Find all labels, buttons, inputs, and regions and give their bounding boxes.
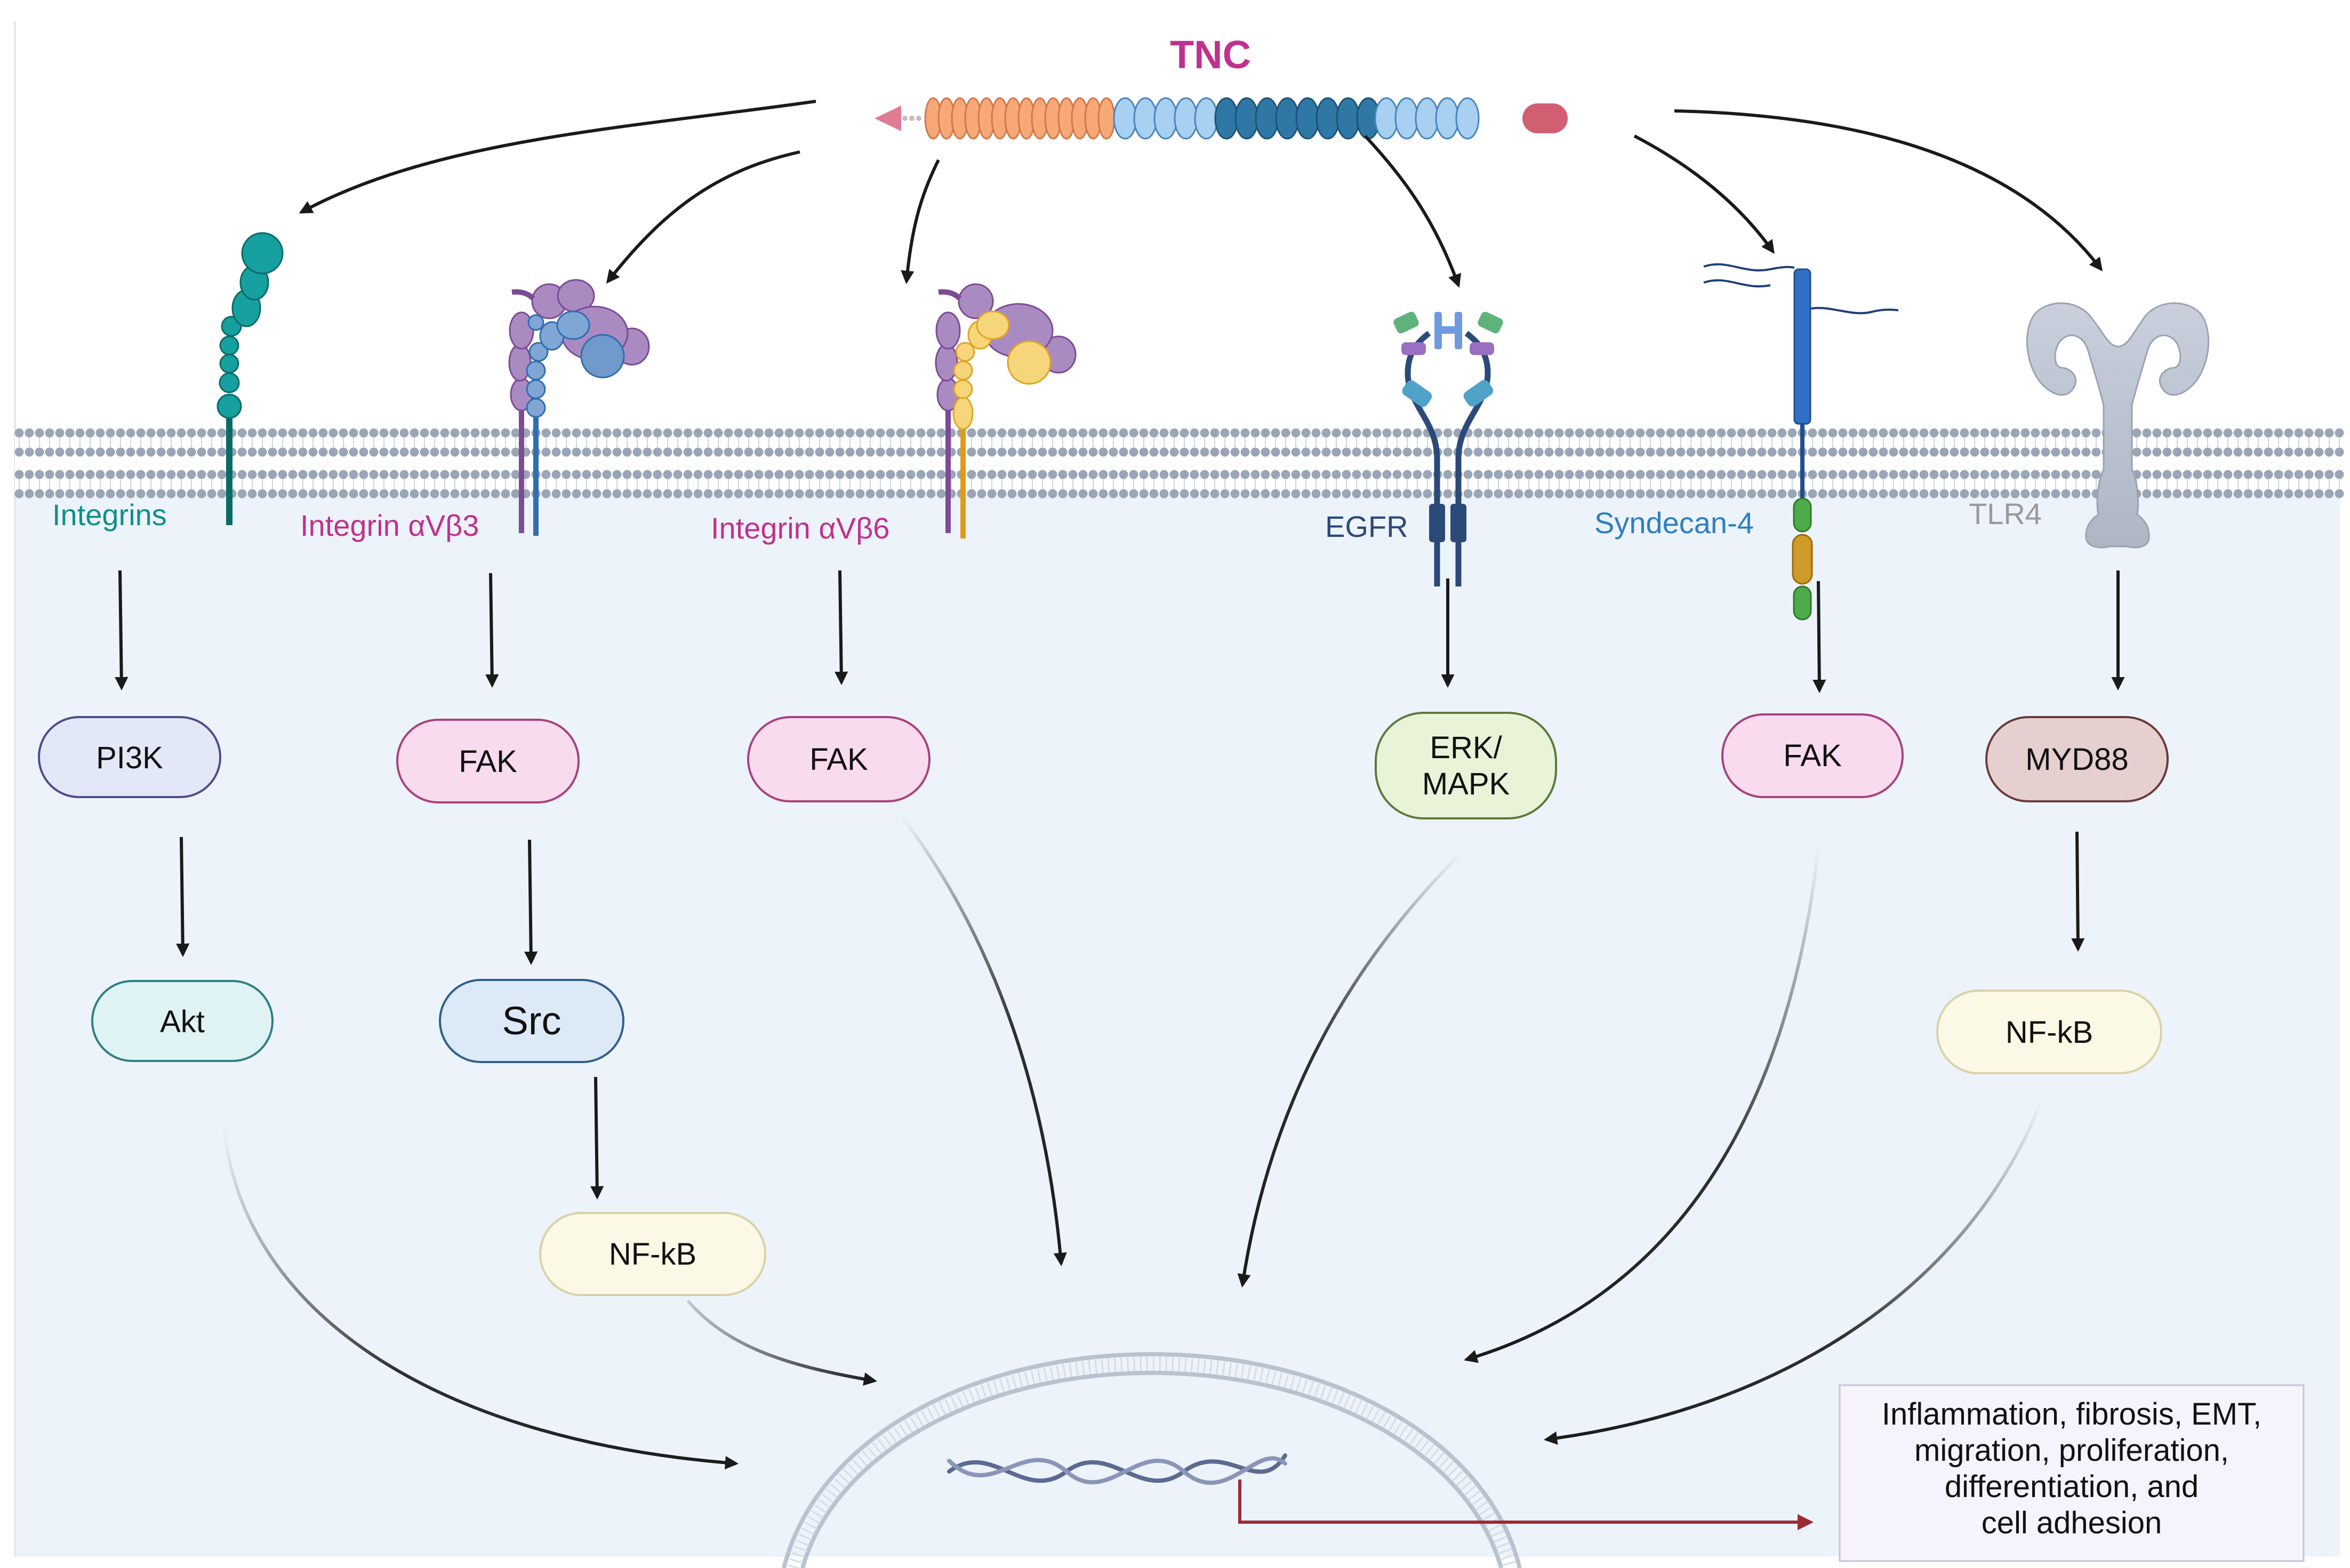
arrow-nfkb1-nucleus	[686, 1300, 877, 1386]
arrow-avb6-fak	[835, 570, 848, 686]
node-fak-1: FAK	[396, 719, 580, 803]
node-src: Src	[439, 979, 624, 1063]
svg-text:MYD88: MYD88	[2025, 742, 2128, 777]
outcome-line-4: cell adhesion	[1982, 1506, 2162, 1540]
label-egfr: EGFR	[1325, 510, 1408, 543]
arrow-tnc-integrins	[299, 100, 816, 214]
integrin-avb3-receptor	[508, 279, 650, 536]
arrow-src-nfkb	[590, 1076, 604, 1200]
tlr4-receptor	[2026, 302, 2210, 549]
syndecan-4-receptor	[1703, 263, 1899, 621]
label-integrin-avb3: Integrin αVβ3	[300, 509, 479, 542]
svg-text:Akt: Akt	[160, 1004, 205, 1039]
svg-text:NF-kB: NF-kB	[2006, 1015, 2093, 1050]
arrow-avb3-fak	[485, 573, 499, 688]
arrow-pi3k-akt	[176, 837, 190, 958]
arrow-tnc-egfr	[1364, 134, 1462, 288]
node-myd88: MYD88	[1985, 716, 2169, 802]
egfr-receptor	[1393, 311, 1503, 586]
tnc-title: TNC	[1170, 33, 1251, 77]
node-fak-2: FAK	[747, 716, 931, 802]
svg-text:FAK: FAK	[809, 742, 868, 777]
integrins-receptor	[216, 232, 284, 525]
svg-text:FAK: FAK	[1783, 738, 1842, 773]
node-pi3k: PI3K	[38, 716, 221, 798]
node-nfkb-2: NF-kB	[1936, 990, 2162, 1074]
svg-text:Src: Src	[502, 999, 562, 1043]
nucleus	[782, 1352, 1522, 1568]
nucleus-arrows	[222, 815, 2044, 1469]
pathway-arrows	[115, 570, 2125, 1200]
output-arrow	[1238, 1479, 1814, 1530]
node-fak-3: FAK	[1721, 713, 1904, 798]
label-syndecan-4: Syndecan-4	[1594, 506, 1754, 540]
node-erk-mapk: ERK/ MAPK	[1375, 712, 1557, 819]
node-akt: Akt	[91, 980, 274, 1062]
label-integrins: Integrins	[52, 498, 167, 532]
cell-membrane	[14, 428, 2344, 498]
outcome-box: Inflammation, fibrosis, EMT, migration, …	[1839, 1384, 2305, 1562]
outcome-line-1: Inflammation, fibrosis, EMT,	[1882, 1397, 2261, 1432]
dna-helix	[947, 1453, 1287, 1485]
arrow-tnc-tlr4	[1674, 109, 2103, 272]
label-integrin-avb6: Integrin αVβ6	[711, 511, 889, 545]
arrow-tnc-avb3	[606, 150, 800, 284]
svg-text:MAPK: MAPK	[1422, 767, 1510, 801]
arrow-fak3-nucleus	[1464, 847, 1820, 1363]
arrow-tnc-syndecan	[1633, 134, 1775, 254]
outcome-line-3: differentiation, and	[1945, 1469, 2199, 1504]
svg-text:FAK: FAK	[459, 744, 517, 779]
svg-text:ERK/: ERK/	[1430, 730, 1502, 765]
arrow-syndecan-fak	[1812, 581, 1826, 694]
node-nfkb-1: NF-kB	[539, 1212, 766, 1296]
outcome-line-2: migration, proliferation,	[1914, 1433, 2229, 1468]
label-tlr4: TLR4	[1969, 497, 2042, 530]
integrin-avb6-receptor	[935, 283, 1077, 538]
arrow-integrins-pi3k	[115, 570, 129, 691]
tnc-arrow-head-domain	[875, 106, 901, 131]
arrow-nfkb2-nucleus	[1544, 1097, 2044, 1445]
arrow-fak-src	[524, 839, 538, 966]
arrow-tnc-avb6	[901, 159, 940, 285]
tnc-fibrinogen-domain	[1522, 103, 1568, 133]
arrow-erk-nucleus	[1237, 851, 1463, 1288]
tnc-protein	[875, 97, 1568, 140]
svg-text:NF-kB: NF-kB	[609, 1237, 696, 1272]
arrow-fak-nucleus	[900, 815, 1067, 1267]
arrow-akt-nucleus	[222, 1124, 739, 1469]
arrow-myd88-nfkb	[2071, 831, 2085, 952]
svg-text:PI3K: PI3K	[96, 741, 163, 775]
tnc-to-receptor-arrows	[299, 100, 2103, 288]
